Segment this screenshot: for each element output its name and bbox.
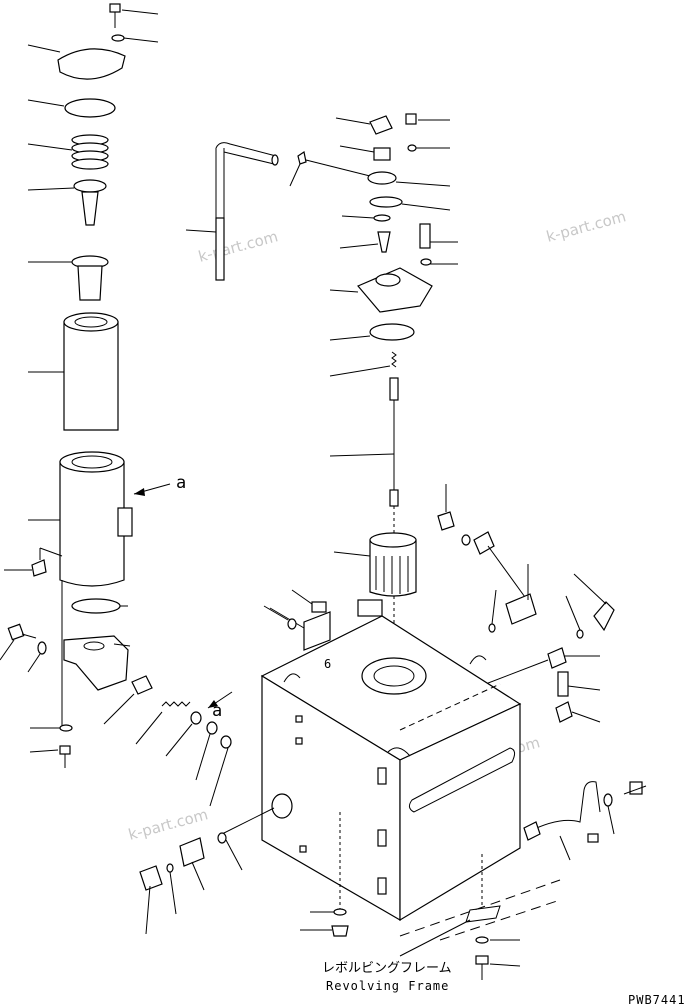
elbow-fitting-2 (573, 573, 615, 632)
frame-label-jp: レボルビングフレーム (322, 961, 452, 976)
watermark-3: k-part.com (126, 805, 210, 844)
elbow-left (139, 865, 163, 935)
head-washer (27, 641, 47, 673)
hydraulic-tank: 6 (217, 615, 522, 922)
cap-elbow (335, 115, 393, 135)
filter-element (28, 312, 119, 431)
drawing-number: PWB7441 (628, 993, 686, 1007)
coupling (473, 531, 531, 605)
cap-gasket (369, 196, 451, 211)
breather-tube (185, 142, 279, 281)
bypass-valve (27, 179, 107, 226)
suction-rod (329, 377, 399, 507)
cap-snap-ring (341, 214, 391, 222)
adapter-fitting (103, 675, 153, 725)
rod-spring (329, 351, 397, 377)
bottom-washer (30, 724, 73, 732)
sensor-bolt (623, 781, 647, 795)
cap-plug (339, 231, 391, 253)
tee-fitting (505, 564, 537, 625)
plug (165, 711, 202, 757)
oring-left-2 (166, 863, 177, 915)
sensor-washer (603, 793, 615, 835)
filter-cover (27, 44, 126, 80)
watermark-2: k-part.com (544, 207, 628, 246)
mounting-bracket (269, 599, 383, 651)
right-cap-stack (289, 113, 458, 628)
o-ring-2 (488, 589, 497, 633)
cap-adapter (367, 171, 451, 187)
o-ring-1 (461, 534, 471, 546)
top-washer (111, 34, 159, 43)
elbow-fitting-1 (437, 484, 455, 531)
revolving-frame (399, 854, 561, 980)
cover-washer (420, 258, 458, 266)
callout-arrow-a-top: a (133, 473, 186, 496)
drain-hose-fitting (469, 647, 600, 691)
callout-a-top: a (176, 473, 186, 493)
cap-washer-small (407, 144, 450, 152)
callout-a-bottom: a (212, 701, 222, 721)
watermark-1: k-part.com (196, 227, 280, 266)
case-o-ring (71, 598, 128, 614)
head-bolt (0, 623, 37, 661)
check-spring (135, 701, 191, 745)
cap-nut (339, 145, 391, 161)
filter-o-ring (27, 98, 116, 118)
cover-bolt (419, 223, 458, 249)
drain-elbow (555, 701, 601, 723)
left-filter-stack: a (0, 3, 233, 781)
drain-pipe (557, 671, 601, 697)
tank-cover (329, 267, 433, 313)
snap-ring (195, 721, 218, 781)
oring-left-1 (217, 832, 243, 871)
strainer-basket (28, 255, 109, 301)
cover-o-ring (329, 323, 415, 341)
filter-head (63, 635, 131, 691)
right-fittings (437, 484, 615, 723)
case-drain-fitting (4, 547, 63, 577)
bracket-washer (263, 605, 297, 630)
lower-left-fittings (139, 735, 243, 935)
drain-plug-assembly (300, 812, 349, 937)
level-sensor (523, 781, 601, 861)
top-bolt (109, 3, 159, 28)
tee-left (179, 837, 205, 891)
oring-side (209, 735, 232, 807)
suction-strainer (333, 532, 417, 597)
cap-bolt (405, 113, 450, 125)
o-ring-3 (565, 595, 584, 639)
callout-arrow-a-bottom: a (207, 691, 233, 721)
bay-number: 6 (324, 657, 331, 671)
bottom-bolt (29, 745, 71, 768)
bracket-bolt (291, 589, 327, 613)
frame-label-en: Revolving Frame (326, 979, 449, 993)
nipple (289, 151, 371, 187)
filter-spring (27, 134, 109, 170)
